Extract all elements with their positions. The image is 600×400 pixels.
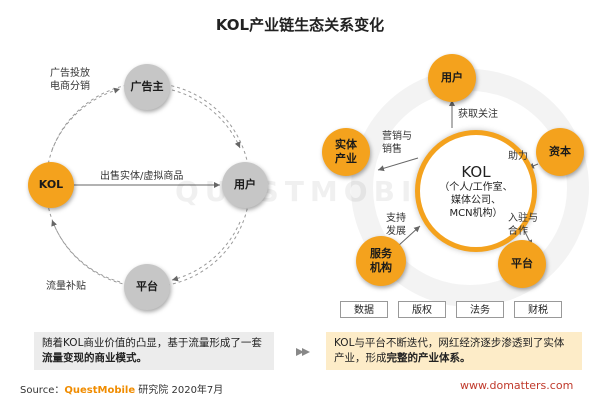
node-service-line1: 服务 xyxy=(370,247,392,260)
node-user-left: 用户 xyxy=(222,162,268,208)
source-line: Source：QuestMobile 研究院 2020年7月 xyxy=(20,381,223,396)
source-label: Source： xyxy=(20,385,65,396)
caption-arrow-icon xyxy=(296,348,310,356)
node-platform-left: 平台 xyxy=(124,264,170,310)
node-service-line2: 机构 xyxy=(370,261,392,274)
arrow-platform-to-kol xyxy=(51,219,121,283)
center-kol-line-2: 媒体公司、 xyxy=(451,194,501,206)
label-follow: 获取关注 xyxy=(458,109,498,120)
label-traffic: 流量补贴 xyxy=(46,281,86,292)
left-caption-text: 随着KOL商业价值的凸显，基于流量形成了一套 xyxy=(42,337,262,349)
node-capital: 资本 xyxy=(536,128,584,176)
left-caption: 随着KOL商业价值的凸显，基于流量形成了一套流量变现的商业模式。 xyxy=(34,332,274,370)
center-kol-line-1: （个人/工作室、 xyxy=(439,181,513,193)
node-ad: 广告主 xyxy=(124,64,170,110)
center-kol-title: KOL xyxy=(461,162,491,181)
arrow-kol-to-ad xyxy=(51,87,121,151)
source-brand: QuestMobile xyxy=(64,385,136,396)
arrow-center-to-entity xyxy=(377,157,419,172)
right-caption-text: KOL与平台不断迭代，网红经济逐步渗透到了实体产业，形成 xyxy=(334,337,565,364)
arrow-ad-to-user xyxy=(171,89,241,149)
left-caption-bold: 流量变现的商业模式。 xyxy=(42,352,147,364)
right-caption: KOL与平台不断迭代，网红经济逐步渗透到了实体产业，形成完整的产业体系。 xyxy=(326,332,582,370)
page-title: KOL产业链生态关系变化 xyxy=(215,16,385,34)
source-rest: 研究院 2020年7月 xyxy=(135,385,224,396)
label-ad-line2: 电商分销 xyxy=(50,81,90,92)
label-market-l2: 销售 xyxy=(382,144,402,155)
label-help: 助力 xyxy=(508,151,528,162)
node-platform-right: 平台 xyxy=(498,240,546,288)
right-caption-bold: 完整的产业体系。 xyxy=(386,352,471,364)
resource-tax: 财税 xyxy=(514,301,562,318)
label-ad-line1: 广告投放 xyxy=(50,68,90,79)
resource-data: 数据 xyxy=(340,301,388,318)
center-kol-line-3: MCN机构） xyxy=(449,207,503,219)
label-sell: 出售实体/虚拟商品 xyxy=(100,171,184,182)
label-support-l2: 发展 xyxy=(386,226,406,237)
label-enter-l2: 合作 xyxy=(508,226,528,237)
resource-legal: 法务 xyxy=(456,301,504,318)
site-watermark: www.domatters.com xyxy=(460,379,574,392)
node-user-right: 用户 xyxy=(428,54,476,102)
center-kol: KOL （个人/工作室、 媒体公司、 MCN机构） xyxy=(415,130,537,252)
arrow-service-to-center xyxy=(397,225,421,247)
resource-copyright: 版权 xyxy=(398,301,446,318)
node-entity-line2: 产业 xyxy=(335,152,357,165)
node-entity: 实体 产业 xyxy=(322,128,370,176)
label-enter-l1: 入驻与 xyxy=(508,213,538,224)
label-market-l1: 营销与 xyxy=(382,131,412,142)
node-kol-left: KOL xyxy=(28,162,74,208)
label-support-l1: 支持 xyxy=(386,213,406,224)
node-service: 服务 机构 xyxy=(356,236,406,286)
arrow-user-to-platform xyxy=(171,221,241,282)
node-entity-line1: 实体 xyxy=(335,138,357,151)
